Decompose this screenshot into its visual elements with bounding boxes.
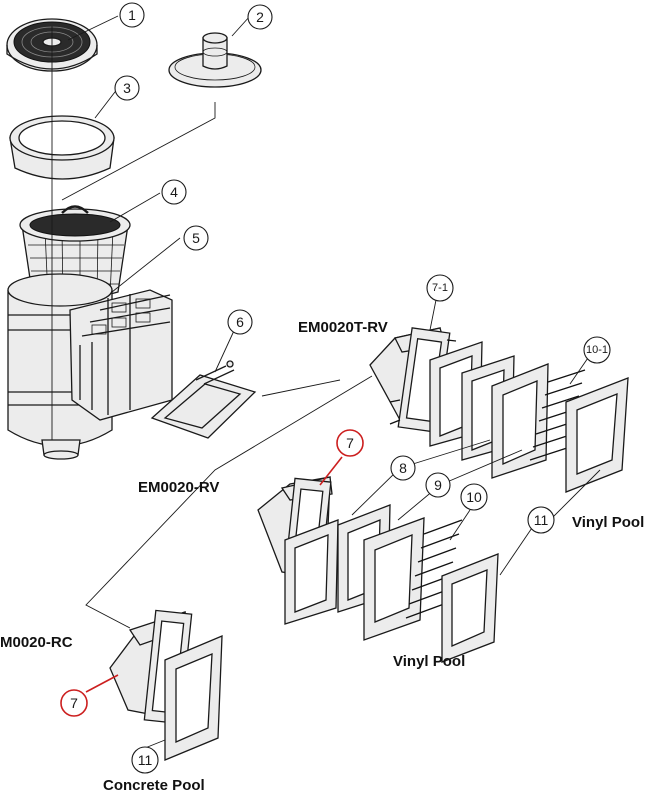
mid-trim-11	[441, 553, 499, 663]
callout-2: 2	[247, 4, 273, 30]
callout-9: 9	[425, 472, 451, 498]
callout-7-1: 7-1	[426, 274, 454, 302]
label-em0020-rv: EM0020-RV	[138, 479, 219, 496]
part-3-collar	[9, 115, 115, 180]
part-2-vacuum-plate	[168, 32, 262, 88]
callout-5: 5	[183, 225, 209, 251]
callout-1: 1	[119, 2, 145, 28]
callout-11-bottom: 11	[131, 746, 159, 774]
svg-text:4: 4	[170, 184, 178, 200]
callout-8: 8	[390, 455, 416, 481]
svg-text:1: 1	[128, 7, 136, 23]
callout-6: 6	[227, 309, 253, 335]
callout-4: 4	[161, 179, 187, 205]
label-vinyl-pool-right: Vinyl Pool	[572, 514, 644, 531]
svg-text:9: 9	[434, 477, 442, 493]
top-trim-11	[565, 377, 629, 493]
callout-11-top: 11	[527, 506, 555, 534]
callout-7-low: 7	[60, 689, 88, 717]
svg-text:7: 7	[346, 435, 354, 451]
label-em0020t-rv: EM0020T-RV	[298, 319, 388, 336]
svg-text:11: 11	[534, 512, 549, 528]
mid-faceplate-9	[363, 517, 425, 641]
callout-3: 3	[114, 75, 140, 101]
label-m0020-rc: M0020-RC	[0, 634, 73, 651]
svg-text:7-1: 7-1	[432, 282, 448, 294]
callout-7-mid: 7	[336, 429, 364, 457]
svg-text:3: 3	[123, 80, 131, 96]
lower-trim-11	[164, 635, 223, 761]
top-faceplate-9	[491, 363, 549, 479]
label-vinyl-pool-center: Vinyl Pool	[393, 653, 465, 670]
svg-text:2: 2	[256, 9, 264, 25]
svg-text:10-1: 10-1	[586, 344, 608, 356]
part-6-weir	[150, 360, 257, 439]
callout-10: 10	[460, 483, 488, 511]
part-5-skimmer-body	[7, 273, 173, 460]
leader-lines	[51, 15, 601, 749]
svg-text:5: 5	[192, 230, 200, 246]
svg-text:8: 8	[399, 460, 407, 476]
mid-gasket-1	[284, 519, 339, 625]
callout-10-1: 10-1	[583, 336, 611, 364]
svg-text:10: 10	[466, 489, 482, 505]
svg-text:11: 11	[138, 752, 153, 768]
label-concrete-pool: Concrete Pool	[103, 777, 205, 794]
svg-text:7: 7	[70, 695, 78, 711]
svg-text:6: 6	[236, 314, 244, 330]
